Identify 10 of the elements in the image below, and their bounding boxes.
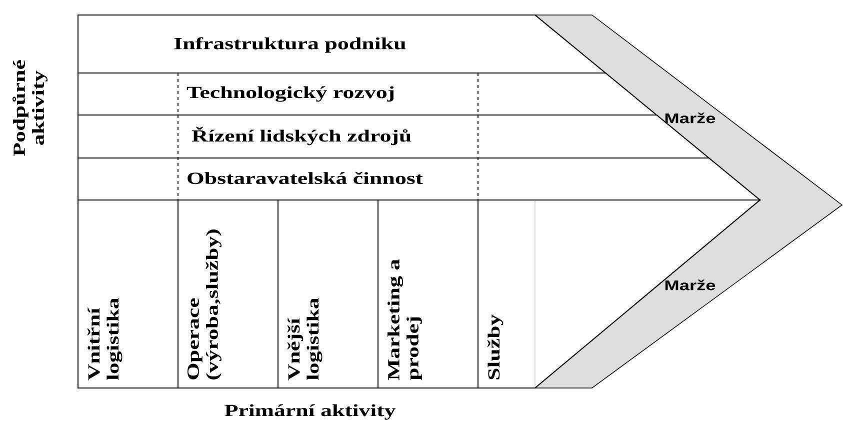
activity-row: Obstaravatelská činnost bbox=[78, 158, 762, 200]
activity-column: Vnější logistika bbox=[278, 200, 378, 388]
activity-column: Marketing a prodej bbox=[378, 200, 478, 388]
axis-label: Primární aktivity bbox=[224, 404, 396, 420]
margin-label: Marže bbox=[665, 280, 716, 290]
activity-column: Operace (výroba,služby) bbox=[178, 200, 278, 388]
activity-row: Infrastruktura podniku bbox=[78, 14, 607, 74]
activity-column: Vnitřní logistika bbox=[78, 200, 178, 388]
activity-row: Technologický rozvoj bbox=[78, 72, 658, 116]
side-label: Podpůrné aktivity bbox=[12, 60, 48, 156]
